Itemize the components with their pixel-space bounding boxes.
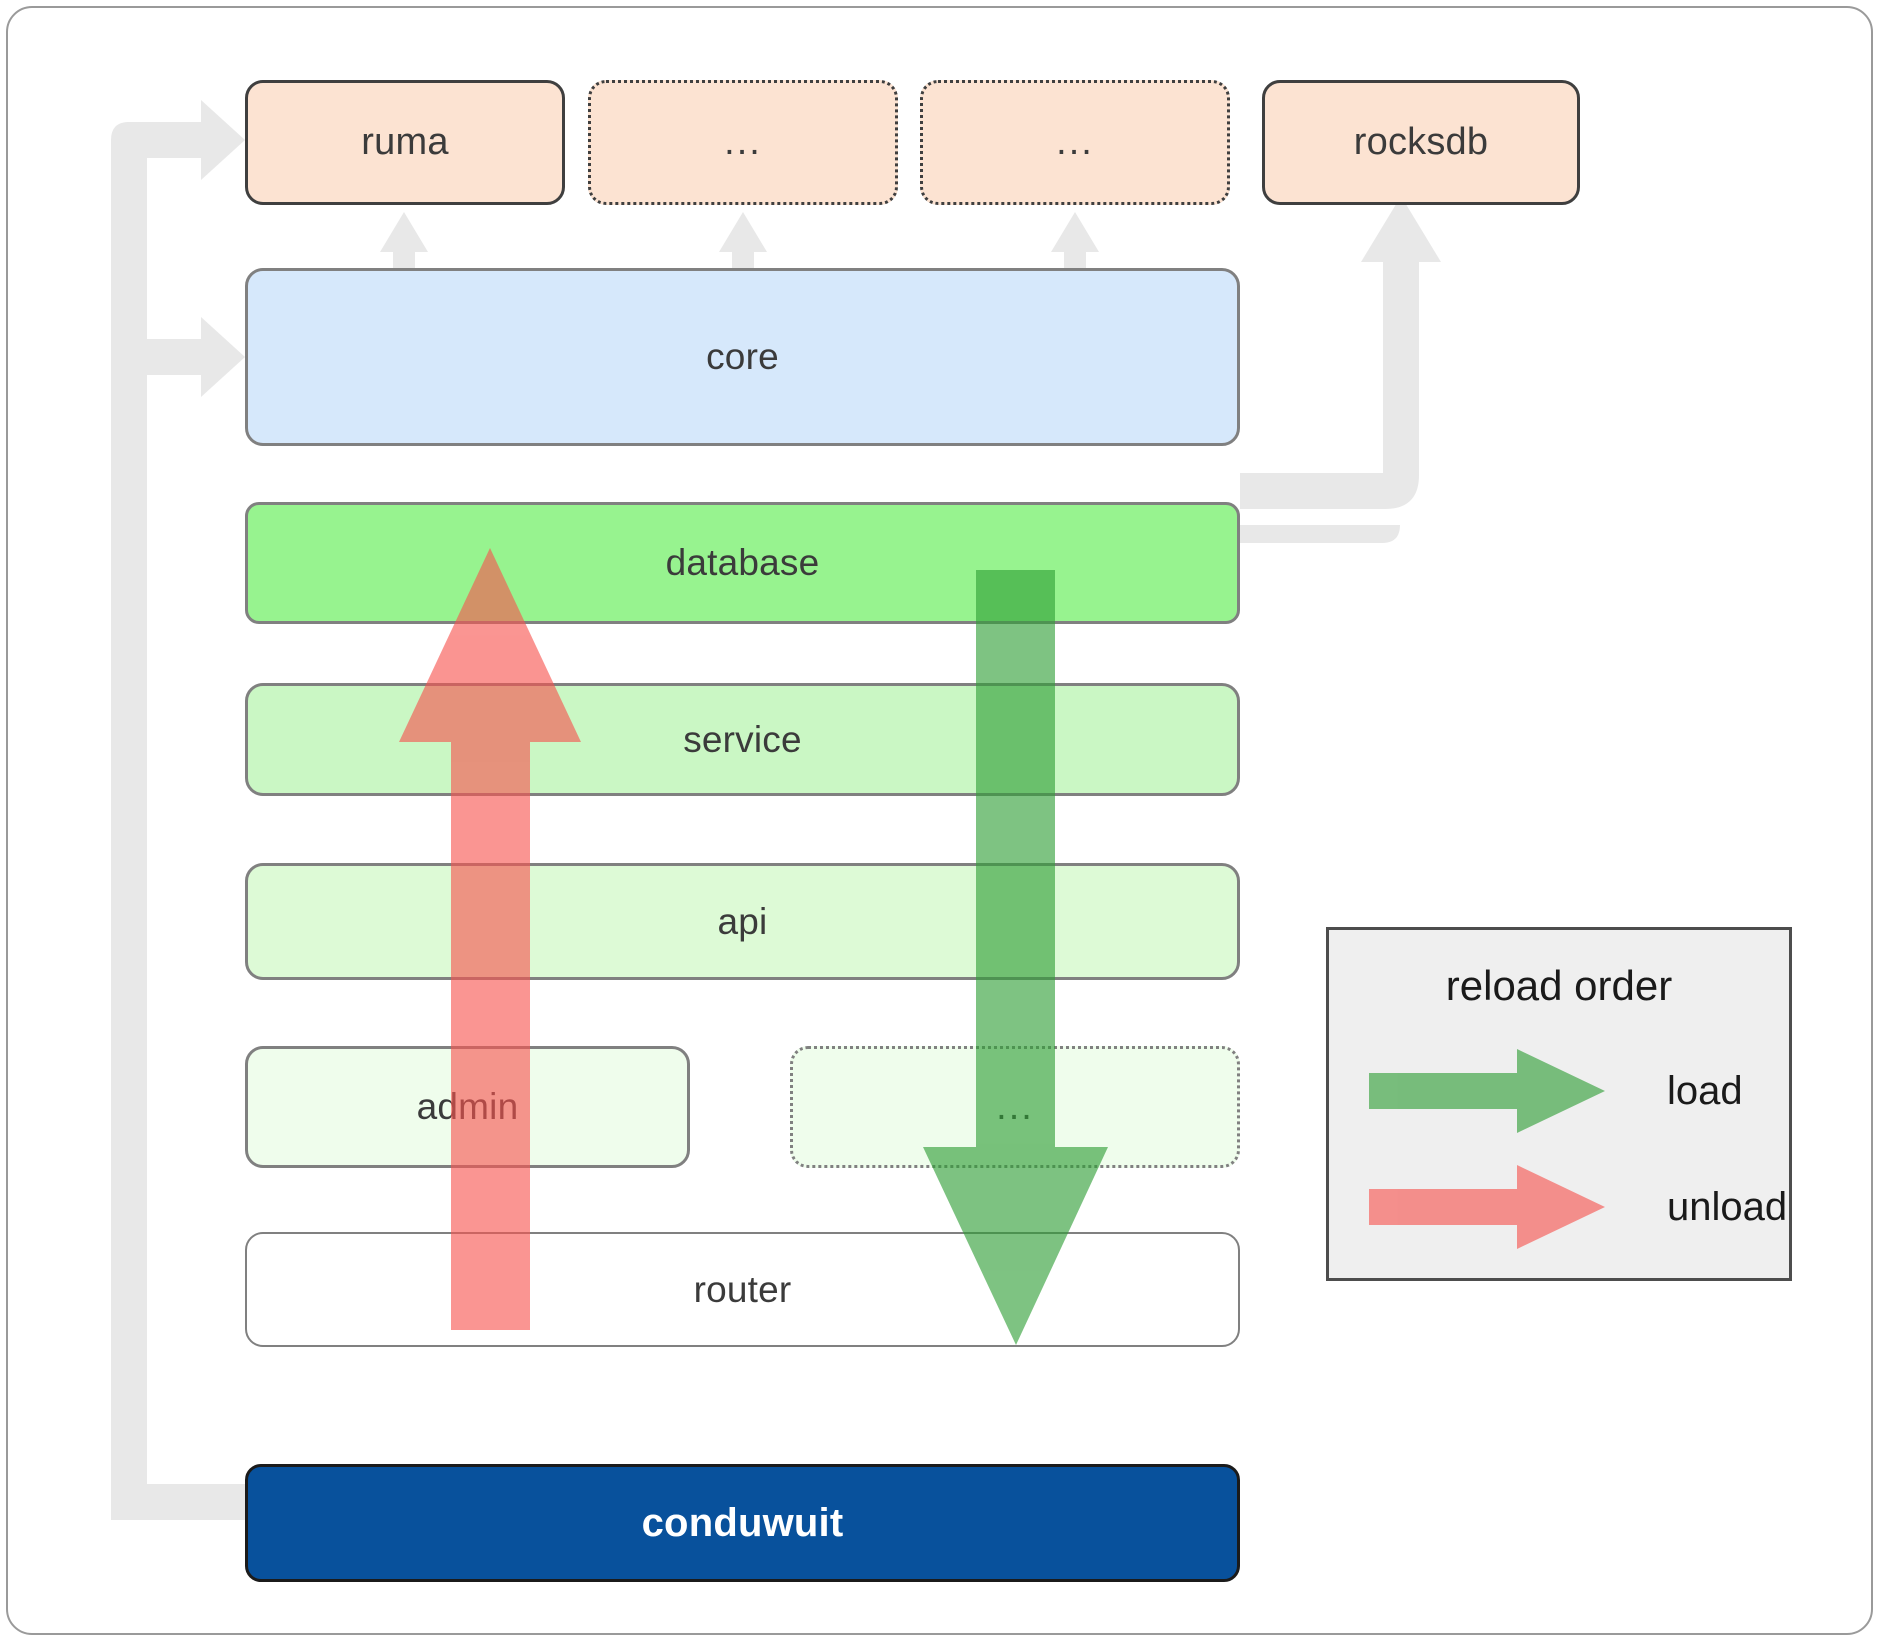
node-core[interactable]: core (245, 268, 1240, 446)
node-dep-ellipsis-2[interactable]: ... (920, 80, 1230, 205)
legend-load-arrow-icon (1369, 1048, 1659, 1134)
node-dep-ellipsis-1[interactable]: ... (588, 80, 898, 205)
legend-title: reload order (1445, 962, 1673, 1009)
unload-arrow (399, 548, 581, 1330)
node-router[interactable]: router (245, 1232, 1240, 1347)
node-conduwuit[interactable]: conduwuit (245, 1464, 1240, 1582)
legend-load-label: load (1667, 1068, 1743, 1113)
legend-reload-order: reload order load (1326, 927, 1792, 1281)
legend-row-load: load (1329, 1048, 1789, 1134)
legend-unload-arrow-icon (1369, 1164, 1659, 1250)
legend-row-unload: unload (1329, 1164, 1789, 1250)
node-database[interactable]: database (245, 502, 1240, 624)
legend-unload-label: unload (1667, 1184, 1788, 1229)
load-arrow (923, 570, 1108, 1345)
